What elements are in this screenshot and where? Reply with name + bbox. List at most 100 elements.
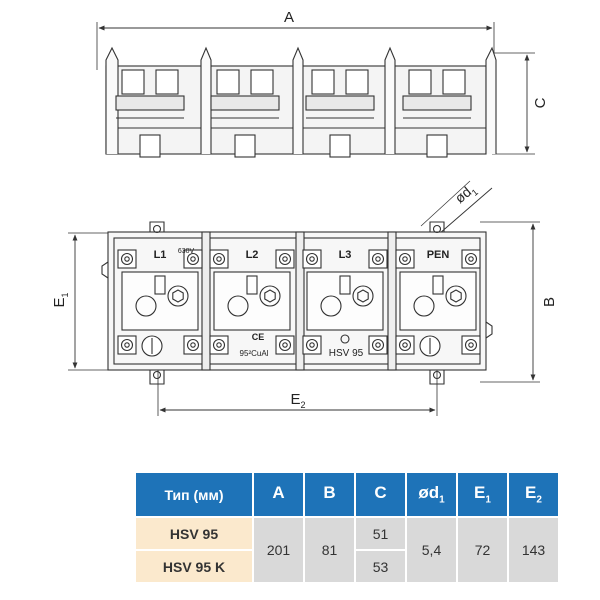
screw-icon bbox=[398, 252, 412, 266]
screw-box bbox=[183, 249, 203, 269]
value-e1: 72 bbox=[458, 518, 507, 582]
earth-symbol-icon bbox=[340, 334, 350, 344]
value-b: 81 bbox=[305, 518, 354, 582]
ce-mark: CE bbox=[252, 332, 265, 342]
screw-box bbox=[395, 335, 415, 355]
screw-center bbox=[190, 342, 196, 348]
specification-table: Тип (мм) A B C ød1 E1 E2 HSV 95 201 81 5… bbox=[134, 471, 560, 584]
side-view bbox=[96, 22, 535, 158]
screw-center bbox=[468, 256, 474, 262]
terminal-screw bbox=[311, 69, 335, 95]
terminal-screw bbox=[216, 69, 240, 95]
screw-center bbox=[124, 342, 130, 348]
front-view bbox=[68, 180, 540, 416]
terminal-screw bbox=[155, 69, 179, 95]
mounting-clip bbox=[139, 134, 161, 158]
screw-center bbox=[282, 342, 288, 348]
dimension-a-label: A bbox=[284, 9, 294, 26]
value-c: 51 bbox=[356, 518, 405, 549]
hex-socket bbox=[172, 289, 184, 303]
screw-icon bbox=[305, 338, 319, 352]
phase-divider bbox=[295, 231, 305, 371]
screw-center bbox=[402, 256, 408, 262]
screw-center bbox=[216, 342, 222, 348]
hex-bolt-icon bbox=[320, 295, 342, 317]
phase-label-l2: L2 bbox=[246, 249, 259, 261]
separator-plate bbox=[200, 46, 212, 154]
busbar bbox=[305, 95, 375, 111]
screw-box bbox=[183, 335, 203, 355]
busbar bbox=[115, 95, 185, 111]
busbar-plate bbox=[399, 271, 477, 331]
hex-bolt-icon bbox=[259, 285, 281, 307]
mounting-clip bbox=[329, 134, 351, 158]
screw-box bbox=[275, 335, 295, 355]
screw-icon bbox=[278, 252, 292, 266]
dimension-e2-label: E2 bbox=[290, 391, 305, 410]
hex-socket bbox=[264, 289, 276, 303]
cable-rating-marking: 95²CuAl bbox=[240, 349, 269, 358]
header-a: A bbox=[254, 473, 303, 516]
hex-bolt-icon bbox=[413, 295, 435, 317]
phase-label-l1: L1 bbox=[154, 249, 167, 261]
screw-box bbox=[209, 249, 229, 269]
screw-box bbox=[461, 249, 481, 269]
screw-icon bbox=[305, 252, 319, 266]
separator-plate bbox=[384, 46, 396, 154]
screw-center bbox=[216, 256, 222, 262]
screw-icon bbox=[278, 338, 292, 352]
screw-icon bbox=[371, 252, 385, 266]
header-b: B bbox=[305, 473, 354, 516]
value-d1: 5,4 bbox=[407, 518, 456, 582]
screw-icon bbox=[212, 338, 226, 352]
screw-box bbox=[117, 335, 137, 355]
screw-center bbox=[190, 256, 196, 262]
terminal-screw bbox=[442, 69, 466, 95]
screw-icon bbox=[464, 252, 478, 266]
screw-center bbox=[468, 342, 474, 348]
table-row: HSV 95 K 53 bbox=[136, 551, 558, 582]
busbar-plate bbox=[121, 271, 199, 331]
separator-plate bbox=[292, 46, 304, 154]
header-e1: E1 bbox=[458, 473, 507, 516]
model-marking: HSV 95 bbox=[329, 348, 364, 359]
screw-center bbox=[124, 256, 130, 262]
phase-divider bbox=[201, 231, 211, 371]
screw-center bbox=[309, 256, 315, 262]
dimension-line-d1 bbox=[431, 187, 493, 241]
screw-icon bbox=[120, 338, 134, 352]
header-d1: ød1 bbox=[407, 473, 456, 516]
screw-icon bbox=[120, 252, 134, 266]
screw-center bbox=[282, 256, 288, 262]
screw-center bbox=[375, 256, 381, 262]
terminal-screw bbox=[121, 69, 145, 95]
screw-box bbox=[368, 249, 388, 269]
hex-bolt-icon bbox=[352, 285, 374, 307]
hex-bolt-icon bbox=[135, 295, 157, 317]
terminal-screw bbox=[345, 69, 369, 95]
dimension-e1-label: E1 bbox=[51, 292, 70, 307]
dimension-d1-label: ød1 bbox=[451, 180, 480, 208]
table-row: HSV 95 201 81 51 5,4 72 143 bbox=[136, 518, 558, 582]
voltage-rating: 630V bbox=[178, 248, 195, 255]
technical-drawing: A C L1 L2 bbox=[51, 9, 558, 416]
screw-box bbox=[209, 335, 229, 355]
screw-box bbox=[117, 249, 137, 269]
type-cell: HSV 95 bbox=[136, 518, 252, 549]
screw-icon bbox=[464, 338, 478, 352]
mounting-clip bbox=[234, 134, 256, 158]
screw-center bbox=[309, 342, 315, 348]
screw-box bbox=[368, 335, 388, 355]
hex-bolt-icon bbox=[227, 295, 249, 317]
busbar-slot bbox=[432, 275, 444, 295]
table-header-row: Тип (мм) A B C ød1 E1 E2 bbox=[136, 473, 558, 516]
header-c: C bbox=[356, 473, 405, 516]
screw-box bbox=[461, 335, 481, 355]
screw-icon bbox=[371, 338, 385, 352]
screw-box bbox=[275, 249, 295, 269]
busbar-plate bbox=[306, 271, 384, 331]
busbar-slot bbox=[154, 275, 166, 295]
value-a: 201 bbox=[254, 518, 303, 582]
type-cell: HSV 95 K bbox=[136, 551, 252, 582]
screw-box bbox=[302, 335, 322, 355]
